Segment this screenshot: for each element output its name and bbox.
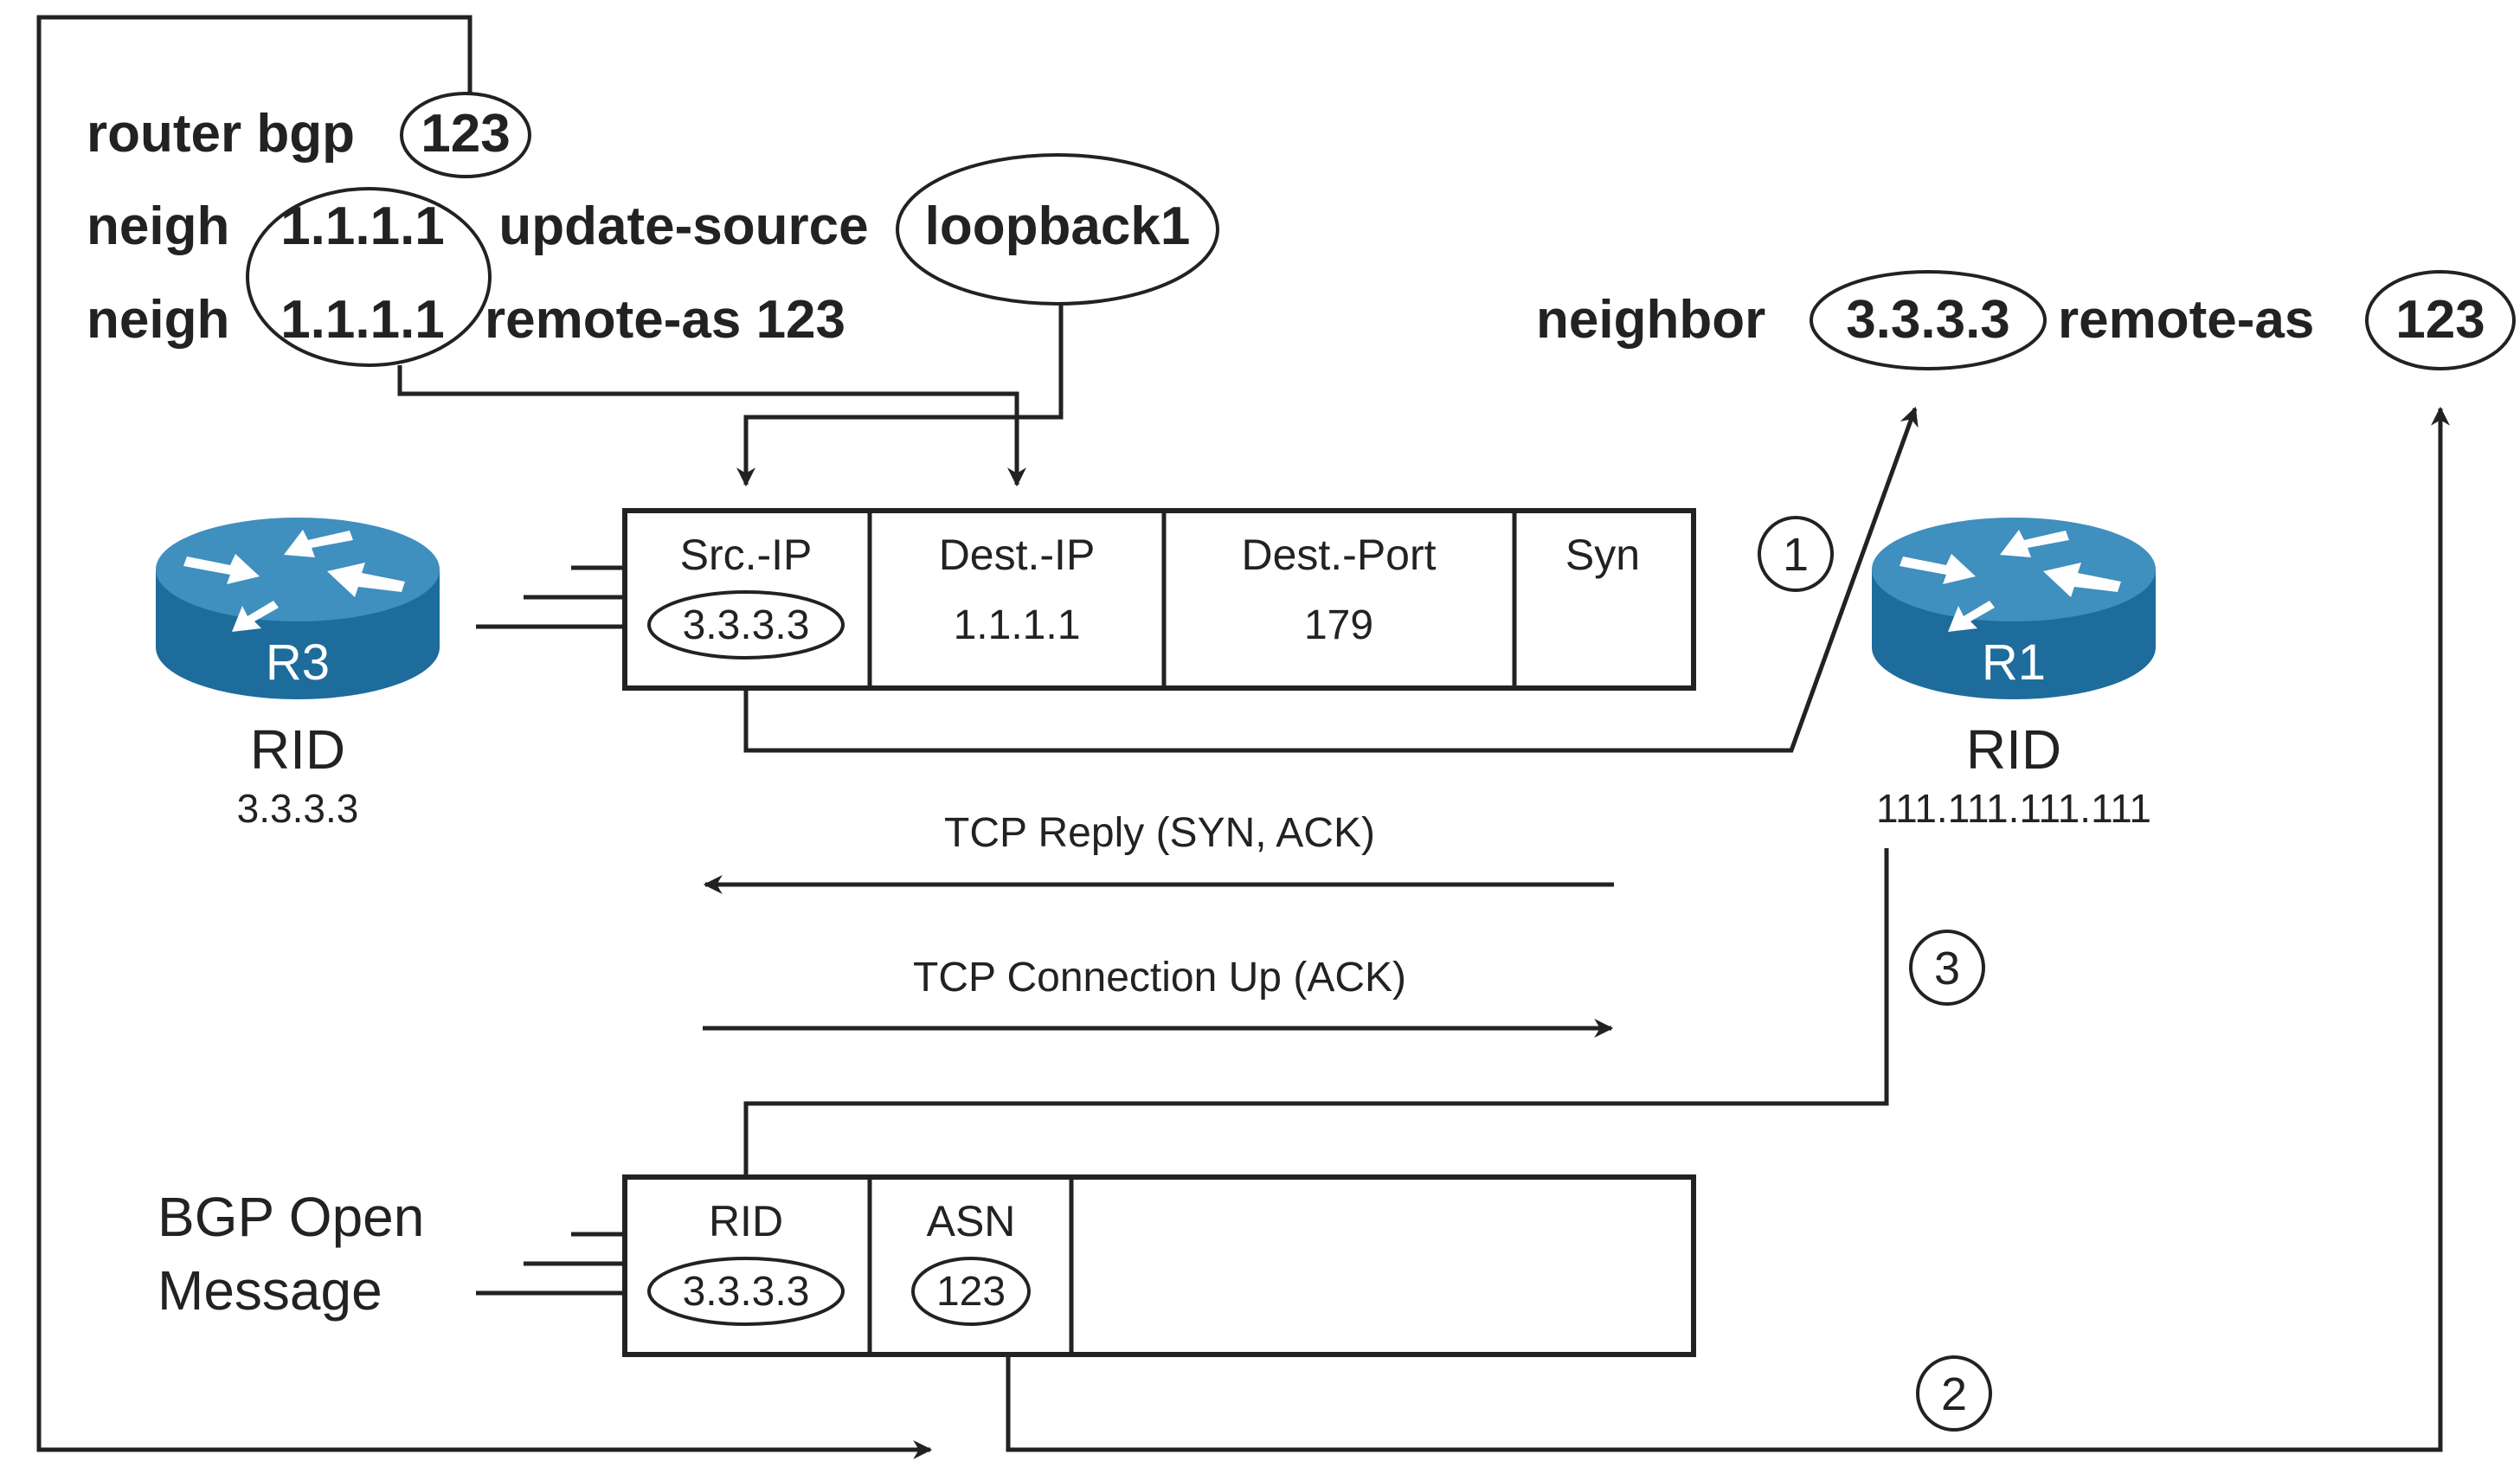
dest-port-header: Dest.-Port xyxy=(1241,531,1436,579)
step-marker-3: 3 xyxy=(1909,930,1985,1006)
router-arrows-icon xyxy=(183,530,405,632)
step2-asn-to-r1-remote-as-arrow xyxy=(1006,406,2451,1452)
src-ip-highlight-oval xyxy=(647,590,845,660)
r3-loopback-highlight-oval xyxy=(896,153,1219,306)
r1-config-neighbor-ip: 3.3.3.3 xyxy=(1846,290,2010,350)
step-1-circle xyxy=(1758,516,1834,592)
r3-config-update-source-iface: loopback1 xyxy=(925,196,1191,256)
src-ip-header: Src.-IP xyxy=(680,531,813,579)
bgp-open-asn-header: ASN xyxy=(927,1197,1016,1245)
step-marker-2: 2 xyxy=(1916,1355,1992,1432)
step-3-number: 3 xyxy=(1934,943,1960,994)
r3-config-asn: 123 xyxy=(421,104,510,164)
dest-port-value: 179 xyxy=(1304,602,1373,648)
step1-src-ip-to-r1-neighbor-arrow xyxy=(743,406,1919,753)
step-1-number: 1 xyxy=(1783,529,1809,581)
tcp-syn-packet: Src.-IP 3.3.3.3 Dest.-IP 1.1.1.1 Dest.-P… xyxy=(476,508,1696,691)
router-arrows-icon xyxy=(1900,530,2121,632)
src-ip-value: 3.3.3.3 xyxy=(683,602,810,648)
r1-rid-value: 111.111.111.111 xyxy=(1876,786,2151,831)
step-2-circle xyxy=(1916,1355,1992,1432)
r3-asn-highlight-oval xyxy=(400,92,531,178)
r1-rid-label: RID xyxy=(1966,718,2061,781)
router-r3: R3 RID 3.3.3.3 xyxy=(156,518,440,831)
r3-config-line2-keyword: update-source xyxy=(498,196,868,256)
bgp-open-message: BGP Open Message RID 3.3.3.3 ASN 123 xyxy=(158,1174,1696,1357)
r1-neighbor-ip-highlight-oval xyxy=(1810,270,2047,370)
router-r1-name: R1 xyxy=(1982,634,2046,691)
bgp-open-asn-highlight-oval xyxy=(911,1257,1031,1326)
r3-config-line1-prefix: router bgp xyxy=(87,104,355,164)
step-3-circle xyxy=(1909,930,1985,1006)
bgp-open-rid-value: 3.3.3.3 xyxy=(683,1269,810,1315)
r3-rid-value: 3.3.3.3 xyxy=(237,786,359,831)
step-2-number: 2 xyxy=(1941,1368,1967,1420)
r3-config-line2-prefix: neigh xyxy=(87,196,229,256)
r3-config-line2-ip: 1.1.1.1 xyxy=(280,196,445,256)
bgp-open-rid-highlight-oval xyxy=(647,1257,845,1326)
bgp-open-label-line2: Message xyxy=(158,1259,382,1322)
dest-ip-value: 1.1.1.1 xyxy=(954,602,1081,648)
r1-config-keyword: remote-as xyxy=(2058,290,2314,350)
asn-to-open-message-arrow xyxy=(36,15,933,1460)
neighbor-ip-to-dest-ip-arrow xyxy=(397,365,1027,487)
r3-config-line3-suffix: remote-as 123 xyxy=(485,290,845,350)
router-r1: R1 RID 111.111.111.111 xyxy=(1872,518,2156,831)
r1-asn-highlight-oval xyxy=(2365,270,2516,370)
r3-config-neighbor-ip: 1.1.1.1 xyxy=(280,290,445,350)
bgp-open-rid-header: RID xyxy=(709,1197,783,1245)
step-marker-1: 1 xyxy=(1758,516,1834,592)
r3-config-line3-prefix: neigh xyxy=(87,290,229,350)
bgp-open-label-line1: BGP Open xyxy=(158,1186,424,1248)
dest-ip-header: Dest.-IP xyxy=(939,531,1096,579)
bgp-open-frame xyxy=(622,1174,1696,1357)
step3-r1-rid-to-open-message-line xyxy=(743,848,1889,1177)
router-r3-name: R3 xyxy=(266,634,330,691)
bgp-open-asn-value: 123 xyxy=(936,1269,1006,1315)
r1-config-asn: 123 xyxy=(2395,290,2485,350)
syn-flag-header: Syn xyxy=(1565,531,1640,579)
router-r3-top xyxy=(156,518,440,621)
r3-rid-label: RID xyxy=(250,718,345,781)
r1-config: neighbor 3.3.3.3 remote-as 123 xyxy=(1536,270,2516,370)
tcp-reply-label: TCP Reply (SYN, ACK) xyxy=(944,810,1375,856)
r3-config: router bgp 123 neigh 1.1.1.1 update-sour… xyxy=(87,92,1219,367)
loopback-to-src-ip-arrow xyxy=(736,305,1064,487)
r1-config-prefix: neighbor xyxy=(1536,290,1765,350)
tcp-connection-up-label: TCP Connection Up (ACK) xyxy=(913,955,1406,1001)
r3-neighbor-ip-highlight-oval xyxy=(246,187,492,367)
router-r1-top xyxy=(1872,518,2156,621)
